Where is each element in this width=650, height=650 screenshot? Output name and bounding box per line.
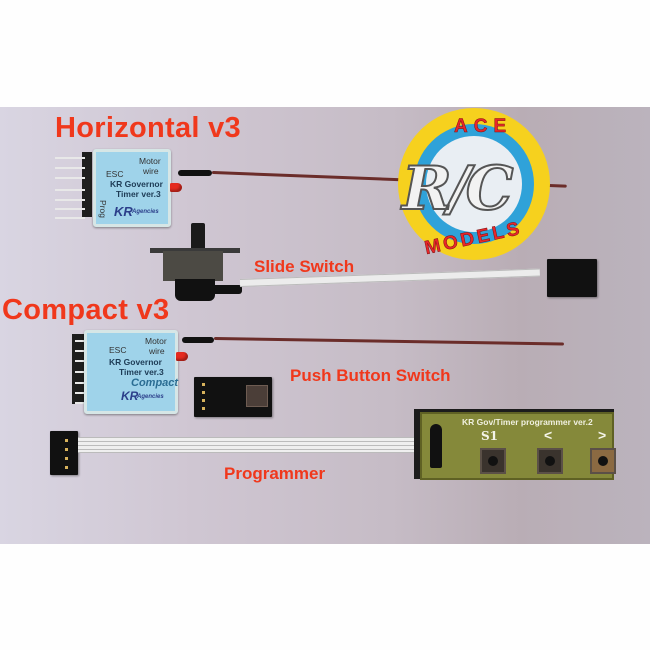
s1-button	[480, 448, 506, 474]
wire-label: wire	[143, 166, 159, 176]
esc-label: ESC	[106, 169, 124, 179]
compact-variant-label: Compact	[131, 377, 179, 389]
pin	[55, 217, 85, 219]
pin	[55, 157, 85, 159]
button-label-prev: <	[544, 427, 553, 443]
slide-switch-sleeve	[210, 285, 242, 294]
motor-label: Motor	[145, 336, 167, 346]
compact-v3-module: ESC Motor wire KR Governor Timer ver.3 C…	[84, 330, 178, 414]
module-title: KR Governor	[109, 357, 162, 367]
push-button-switch	[194, 377, 272, 417]
slide-switch-connector	[547, 259, 597, 297]
pin-contact	[65, 448, 68, 451]
heatshrink	[178, 170, 212, 176]
motor-label: Motor	[139, 156, 161, 166]
programmer-connector	[50, 431, 78, 475]
led-indicator	[176, 352, 188, 361]
label-slide-switch: Slide Switch	[254, 257, 355, 276]
programmer-socket	[430, 424, 442, 468]
heatshrink	[182, 337, 214, 343]
prog-label: Prog	[97, 200, 108, 218]
pin-contact	[65, 457, 68, 460]
ace-rc-models-logo: ACE R/C MODELS	[398, 108, 550, 260]
product-photo: Horizontal v3 ESC Motor wire KR Governor…	[0, 107, 650, 544]
pin-contact	[202, 399, 205, 402]
led-indicator	[170, 183, 182, 192]
slide-switch-body	[163, 251, 223, 281]
pin-contact	[202, 391, 205, 394]
programmer-board-title: KR Gov/Timer programmer ver.2	[462, 417, 593, 427]
horizontal-v3-module: ESC Motor wire KR Governor Timer ver.3 P…	[93, 149, 171, 227]
wire-label: wire	[149, 346, 165, 356]
brand-logo: KR	[114, 204, 133, 219]
slide-switch-heatshrink	[175, 279, 215, 301]
module-subtitle: Timer ver.3	[116, 189, 161, 199]
slide-switch-flange	[150, 248, 240, 253]
module-title: KR Governor	[110, 179, 163, 189]
pin-contact	[202, 407, 205, 410]
pin	[55, 199, 85, 201]
brand-sub: Agencies	[137, 394, 164, 400]
pin-contact	[65, 439, 68, 442]
motor-wire	[213, 337, 564, 346]
module-subtitle: Timer ver.3	[119, 367, 164, 377]
prev-button	[537, 448, 563, 474]
programmer-board: KR Gov/Timer programmer ver.2 S1 < >	[420, 412, 616, 480]
pin-contact	[202, 383, 205, 386]
label-push-button-switch: Push Button Switch	[290, 366, 451, 385]
esc-label: ESC	[109, 345, 127, 355]
button-label-s1: S1	[481, 429, 499, 443]
label-programmer: Programmer	[224, 464, 326, 483]
pin-contact	[65, 466, 68, 469]
pin	[55, 177, 85, 179]
label-compact-v3: Compact v3	[2, 294, 170, 326]
logo-inner	[426, 136, 522, 232]
programmer-ribbon-cable	[78, 437, 418, 453]
pin	[55, 167, 85, 169]
pin	[55, 189, 85, 191]
logo-top-text: ACE	[454, 116, 513, 138]
slide-switch-actuator	[191, 223, 205, 253]
tactile-button	[246, 385, 268, 407]
horizontal-pin-header	[82, 152, 92, 217]
next-button	[590, 448, 616, 474]
button-label-next: >	[598, 427, 607, 443]
pin	[55, 208, 85, 210]
label-horizontal-v3: Horizontal v3	[55, 112, 241, 144]
logo-rc-text: R/C	[401, 153, 515, 225]
brand-logo: KR	[121, 389, 139, 403]
brand-sub: Agencies	[132, 209, 159, 215]
